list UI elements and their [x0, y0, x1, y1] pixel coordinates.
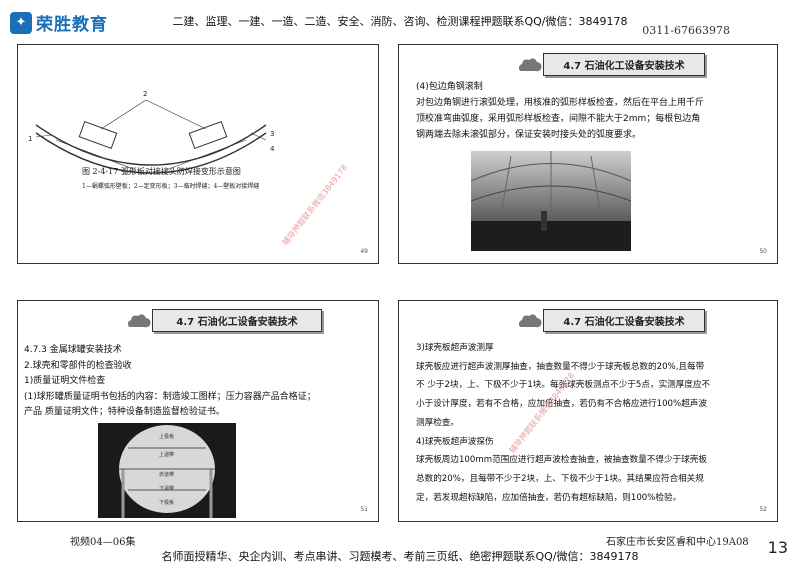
slide-number: 49 — [360, 248, 368, 255]
watermark: 辅导押题联系微信3849178 — [280, 163, 350, 248]
band-label: 上温带 — [159, 452, 175, 458]
body-line: (1)球形罐质量证明书包括的内容：制造竣工图样；压力容器产品合格证； — [24, 391, 316, 402]
body-line: 球壳板周边100mm范围应进行超声波检查抽查，被抽查数量不得少于球壳板 — [416, 455, 707, 466]
page-number: 13 — [767, 538, 788, 557]
slide-header: 4.7 石油化工设备安装技术 — [517, 53, 705, 76]
slide-body: 3)球壳板超声波测厚 球壳板应进行超声波测厚抽查，抽查数量不得少于球壳板总数的2… — [416, 339, 710, 507]
body-line: 测厚检查。 — [416, 417, 459, 428]
slide-body: 4.7.3 金属球罐安装技术 2.球壳和零部件的检查验收 1)质量证明文件检查 … — [24, 343, 316, 421]
body-line: 总数的20%，且每带不少于2块，上、下极不少于1块。其结果应符合相关规 — [416, 473, 704, 484]
bottom-banner: 名师面授精华、央企内训、考点串讲、习题模考、考前三页纸、绝密押题联系QQ/微信：… — [161, 550, 639, 563]
body-line: 4.7.3 金属球罐安装技术 — [24, 345, 122, 355]
logo-text: 荣胜教育 — [36, 15, 108, 35]
body-line: (4)包边角钢滚制 — [416, 82, 483, 92]
fig-label-3: 3 — [270, 130, 275, 138]
band-label: 下温带 — [159, 486, 175, 492]
body-line: 钢两端去除未滚弧部分，保证安装时接头处的弧度要求。 — [416, 130, 642, 140]
fig-label-1: 1 — [28, 135, 33, 143]
fig-label-4: 4 — [270, 145, 275, 153]
band-label: 赤道带 — [159, 472, 175, 478]
body-line: 产品 质量证明文件；特种设备制造监督检验证书。 — [24, 407, 225, 417]
slide-header: 4.7 石油化工设备安装技术 — [517, 309, 705, 332]
slide-header: 4.7 石油化工设备安装技术 — [126, 309, 322, 332]
tank-diagram — [119, 425, 215, 518]
tank-interior-photo — [471, 151, 631, 251]
cloud-icon — [518, 313, 542, 327]
body-line: 2.球壳和零部件的检查验收 — [24, 360, 132, 371]
slide-52: 4.7 石油化工设备安装技术 3)球壳板超声波测厚 球壳板应进行超声波测厚抽查，… — [398, 300, 778, 522]
slide-49: 2 1 3 4 图 2-4-17 弧形板对接接头防焊接变形示意图 1—蜗螺弧形壁… — [17, 44, 379, 264]
slide-title: 4.7 石油化工设备安装技术 — [152, 309, 322, 332]
brand-logo: ✦ 荣胜教育 — [10, 10, 108, 35]
cloud-icon — [518, 57, 542, 71]
body-line: 小于设计厚度，若有不合格，应加倍抽查，若仍有不合格应进行100%超声波 — [416, 399, 707, 410]
slide-number: 52 — [759, 506, 767, 513]
figure-legend: 1—蜗螺弧形壁板；2—定变形板；3—临时焊缝；4—壁板对接焊缝 — [82, 183, 260, 190]
body-line: 对包边角钢进行滚弧处理，用核准的弧形样板检查，然后在平台上用千斤 — [416, 98, 705, 108]
slide-51: 4.7 石油化工设备安装技术 4.7.3 金属球罐安装技术 2.球壳和零部件的检… — [17, 300, 379, 522]
slide-body: (4)包边角钢滚制 对包边角钢进行滚弧处理，用核准的弧形样板检查，然后在平台上用… — [416, 79, 704, 143]
slide-title: 4.7 石油化工设备安装技术 — [543, 53, 705, 76]
body-line: 3)球壳板超声波测厚 — [416, 343, 494, 353]
slide-number: 51 — [360, 506, 368, 513]
slide-title: 4.7 石油化工设备安装技术 — [543, 309, 705, 332]
body-line: 1)质量证明文件检查 — [24, 376, 106, 386]
footer-address: 石家庄市长安区睿和中心19A08 — [606, 537, 749, 548]
figure-caption: 图 2-4-17 弧形板对接接头防焊接变形示意图 — [82, 167, 241, 176]
body-line: 顶校准弯曲弧度，采用弧形样板检查，间隙不能大于2mm；每根包边角 — [416, 114, 701, 124]
fig-label-2: 2 — [143, 90, 148, 98]
spherical-tank-photo: 上极板 上温带 赤道带 下温带 下极板 — [98, 423, 236, 518]
logo-icon: ✦ — [10, 11, 32, 34]
weld-diagram — [35, 99, 267, 174]
body-line: 不 少于2块，上、下极不少于1块。每张球壳板测点不少于5点，实测厚度应不 — [416, 380, 711, 391]
body-line: 4)球壳板超声波探伤 — [416, 436, 494, 447]
cloud-icon — [127, 313, 151, 327]
slide-number: 50 — [759, 248, 767, 255]
top-banner: 二建、监理、一建、一造、二造、安全、消防、咨询、检测课程押题联系QQ/微信：38… — [172, 15, 628, 28]
body-line: 定，若发现超标缺陷，应加倍抽查，若仍有超标缺陷，则100%检验。 — [416, 492, 682, 503]
phone-number: 0311-67663978 — [642, 24, 730, 37]
slide-50: 4.7 石油化工设备安装技术 (4)包边角钢滚制 对包边角钢进行滚弧处理，用核准… — [398, 44, 778, 264]
band-label: 下极板 — [159, 500, 175, 506]
band-label: 上极板 — [159, 434, 175, 440]
footer-video-label: 视频04—06集 — [70, 537, 136, 548]
body-line: 球壳板应进行超声波测厚抽查，抽查数量不得少于球壳板总数的20%,且每带 — [416, 361, 705, 372]
